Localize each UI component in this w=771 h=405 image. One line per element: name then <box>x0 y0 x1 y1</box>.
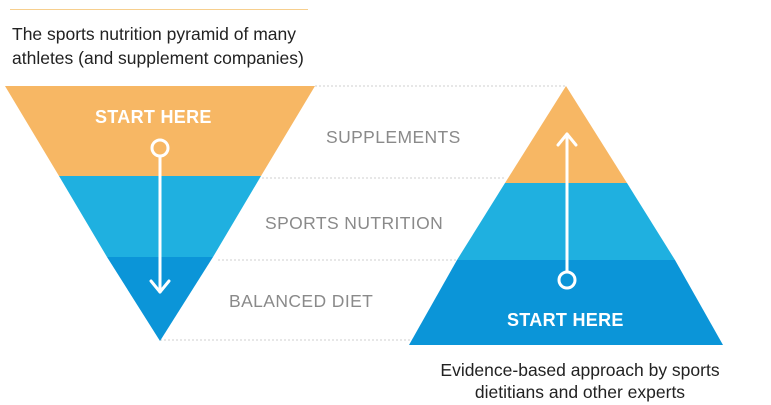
level-label-supplements: SUPPLEMENTS <box>326 127 461 147</box>
right-pyramid-caption: Evidence-based approach by sports dietit… <box>440 360 720 402</box>
inverted-supplements-band <box>5 86 315 176</box>
start-here-left-label: START HERE <box>95 107 212 127</box>
inverted-balanced-diet-band <box>107 257 213 341</box>
upright-balanced-diet-band <box>409 260 723 345</box>
level-label-balanced-diet: BALANCED DIET <box>229 291 374 311</box>
start-here-right-label: START HERE <box>507 310 624 330</box>
arrow-up-icon <box>556 132 578 290</box>
top-divider <box>10 9 308 10</box>
arrow-down-icon <box>149 138 171 294</box>
level-label-sports-nutrition: SPORTS NUTRITION <box>265 213 444 233</box>
left-pyramid-caption: The sports nutrition pyramid of many ath… <box>12 24 304 68</box>
dotted-guides <box>160 85 565 341</box>
